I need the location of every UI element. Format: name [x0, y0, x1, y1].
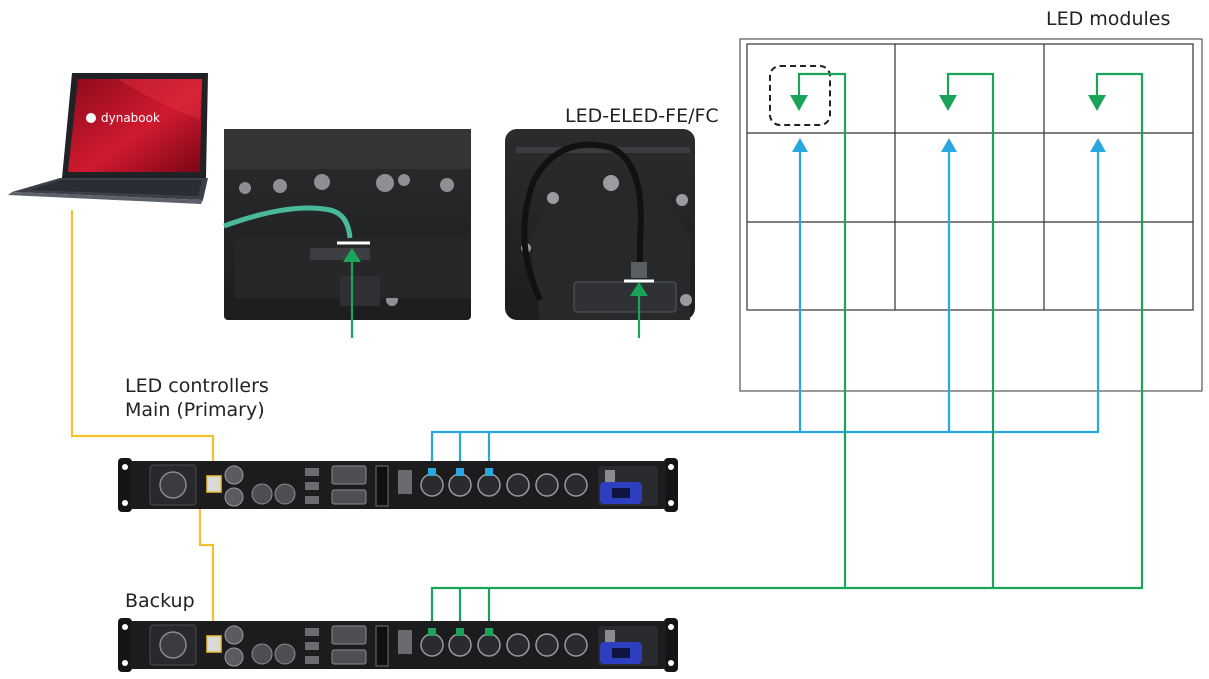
led-modules-label: LED modules	[1046, 8, 1171, 30]
cable-plug	[428, 468, 493, 476]
module-panel-frame	[746, 43, 1194, 311]
arrow-up-icon	[792, 138, 1106, 152]
module-cabinet-outline	[739, 38, 1203, 392]
arrow-up-icon	[343, 248, 648, 296]
led-controller-icon	[118, 458, 678, 512]
main-controller-subtitle: Main (Primary)	[125, 398, 265, 421]
cable-plug	[428, 628, 493, 636]
main-controller-label: LED controllers Main (Primary)	[125, 375, 269, 423]
arrow-down-icon	[790, 95, 1106, 111]
main-controller-title: LED controllers	[125, 375, 269, 397]
laptop-brand-text: dynabook	[101, 111, 160, 125]
led-module-grid	[739, 38, 1203, 392]
backup-data-cables	[350, 72, 1144, 632]
control-link-cable	[70, 210, 215, 645]
connector-model-label: LED-ELED-FE/FC	[565, 105, 719, 127]
laptop-icon: dynabook	[8, 73, 208, 204]
led-controller-icon	[118, 618, 678, 672]
highlight-box	[769, 65, 831, 126]
module-back-photo	[223, 129, 471, 320]
backup-controller-label: Backup	[125, 590, 195, 612]
connector-photo	[505, 129, 695, 320]
